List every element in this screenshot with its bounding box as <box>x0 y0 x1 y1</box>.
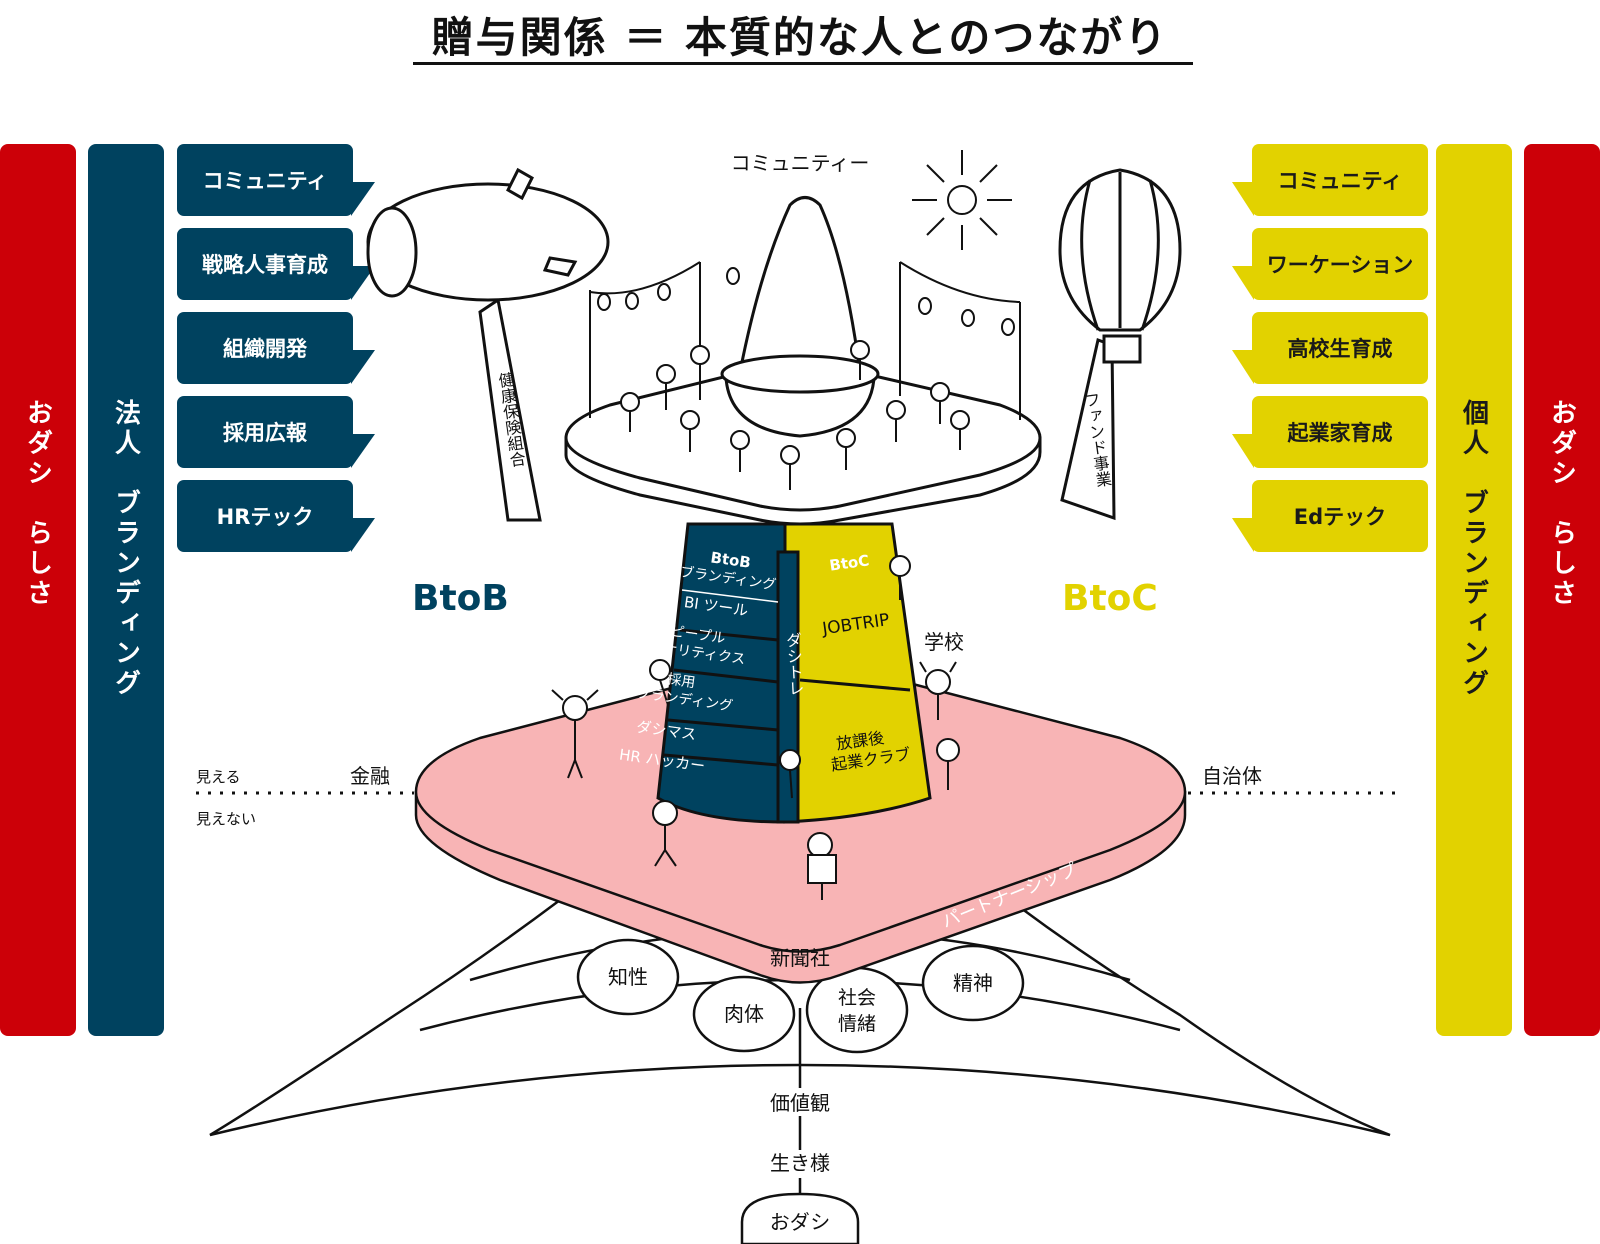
invisible-label: 見えない <box>196 810 257 828</box>
person-figure <box>690 345 710 386</box>
left-tag-label: 組織開発 <box>223 337 307 361</box>
pot <box>720 354 880 438</box>
tower-right-header: BtoC <box>828 551 870 574</box>
circle-intellect <box>576 938 680 1016</box>
community-label: コミュニティー <box>731 151 870 175</box>
left-tag-label: コミュニティ <box>202 169 328 193</box>
right-tag-community: コミュニティ <box>1232 144 1428 216</box>
right-inner-bar: 個人 ブランディング <box>1436 144 1512 1036</box>
right-tag-workation: ワーケーション <box>1232 228 1428 300</box>
left-tag-label: 戦略人事育成 <box>202 253 328 277</box>
right-tag-edtech: Edテック <box>1232 480 1428 552</box>
btob-label: BtoB <box>412 578 509 619</box>
mountain <box>738 196 862 374</box>
sun <box>912 150 1012 250</box>
circle-label-emotion: 情緒 <box>838 1013 876 1035</box>
person-figure <box>889 555 911 600</box>
person-figure <box>936 738 960 790</box>
page-title: 贈与関係 ＝ 本質的な人とのつながり <box>431 13 1169 62</box>
newspaper-label: 新聞社 <box>770 946 830 970</box>
way-of-life-label: 生き様 <box>770 1151 830 1175</box>
person-figure <box>620 392 640 432</box>
right-tag-label: コミュニティ <box>1277 169 1403 193</box>
person-figure <box>950 410 970 450</box>
circle-body <box>692 975 796 1053</box>
left-tag-strategic-hr: 戦略人事育成 <box>177 228 375 300</box>
left-outer-bar-label: おダシ らしさ <box>22 399 53 609</box>
btoc-label: BtoC <box>1062 578 1158 619</box>
circle-label-intellect: 知性 <box>608 965 648 989</box>
values-label: 価値観 <box>770 1091 830 1115</box>
right-outer-bar: おダシ らしさ <box>1524 144 1600 1036</box>
tower <box>656 522 932 824</box>
tower-left-header: BtoB <box>709 548 751 571</box>
school-label: 学校 <box>924 630 964 654</box>
right-tag-label: 高校生育成 <box>1287 337 1393 361</box>
left-inner-bar: 法人 ブランディング <box>88 144 164 1036</box>
left-outer-bar: おダシ らしさ <box>0 144 76 1036</box>
right-tag-entrepreneur: 起業家育成 <box>1232 396 1428 468</box>
tower-left-item: 採用 <box>666 671 696 691</box>
tower-center-label: ダシトレ <box>783 632 805 697</box>
circle-label-body: 肉体 <box>724 1002 764 1026</box>
right-inner-bar-label: 個人 ブランディング <box>1458 399 1489 699</box>
person-figure <box>656 364 676 410</box>
person-figure <box>652 800 678 867</box>
tower-left-item: ピープル <box>669 623 726 647</box>
person-figure <box>919 661 957 720</box>
person-figure <box>680 410 700 452</box>
circle-label-spirit: 精神 <box>953 971 993 995</box>
person-figure <box>551 689 599 779</box>
left-tag-recruiting-pr: 採用広報 <box>177 396 375 468</box>
right-tag-label: Edテック <box>1293 505 1387 529</box>
left-inner-bar-label: 法人 ブランディング <box>110 399 141 699</box>
right-outer-bar-label: おダシ らしさ <box>1546 399 1577 609</box>
foundation-layers <box>209 898 1391 1244</box>
right-tag-highschool: 高校生育成 <box>1232 312 1428 384</box>
person-figure <box>850 340 870 380</box>
left-tag-label: HRテック <box>216 505 314 529</box>
title-underline <box>413 62 1193 65</box>
circle-spirit <box>921 944 1025 1022</box>
person-figure <box>807 832 837 900</box>
municipality-label: 自治体 <box>1202 764 1262 788</box>
left-tag-hrtech: HRテック <box>177 480 375 552</box>
circle-group <box>576 938 1025 1054</box>
person-figure <box>779 749 801 799</box>
right-tag-label: ワーケーション <box>1266 253 1414 277</box>
person-figure <box>730 430 750 472</box>
visible-label: 見える <box>196 768 241 786</box>
blimp <box>366 167 610 522</box>
person-figure <box>649 659 671 706</box>
right-tag-label: 起業家育成 <box>1287 421 1393 445</box>
left-tag-org-dev: 組織開発 <box>177 312 375 384</box>
left-tag-label: 採用広報 <box>223 421 307 445</box>
people <box>551 340 970 900</box>
lanterns <box>597 267 1015 336</box>
odashi-label: おダシ <box>770 1210 830 1234</box>
left-tag-community: コミュニティ <box>177 144 375 216</box>
finance-label: 金融 <box>350 764 390 788</box>
person-figure <box>780 445 800 490</box>
hot-air-balloon <box>1058 168 1182 521</box>
person-figure <box>930 382 950 424</box>
person-figure <box>836 428 856 470</box>
person-figure <box>886 400 906 442</box>
circle-label-social: 社会 <box>838 987 876 1009</box>
